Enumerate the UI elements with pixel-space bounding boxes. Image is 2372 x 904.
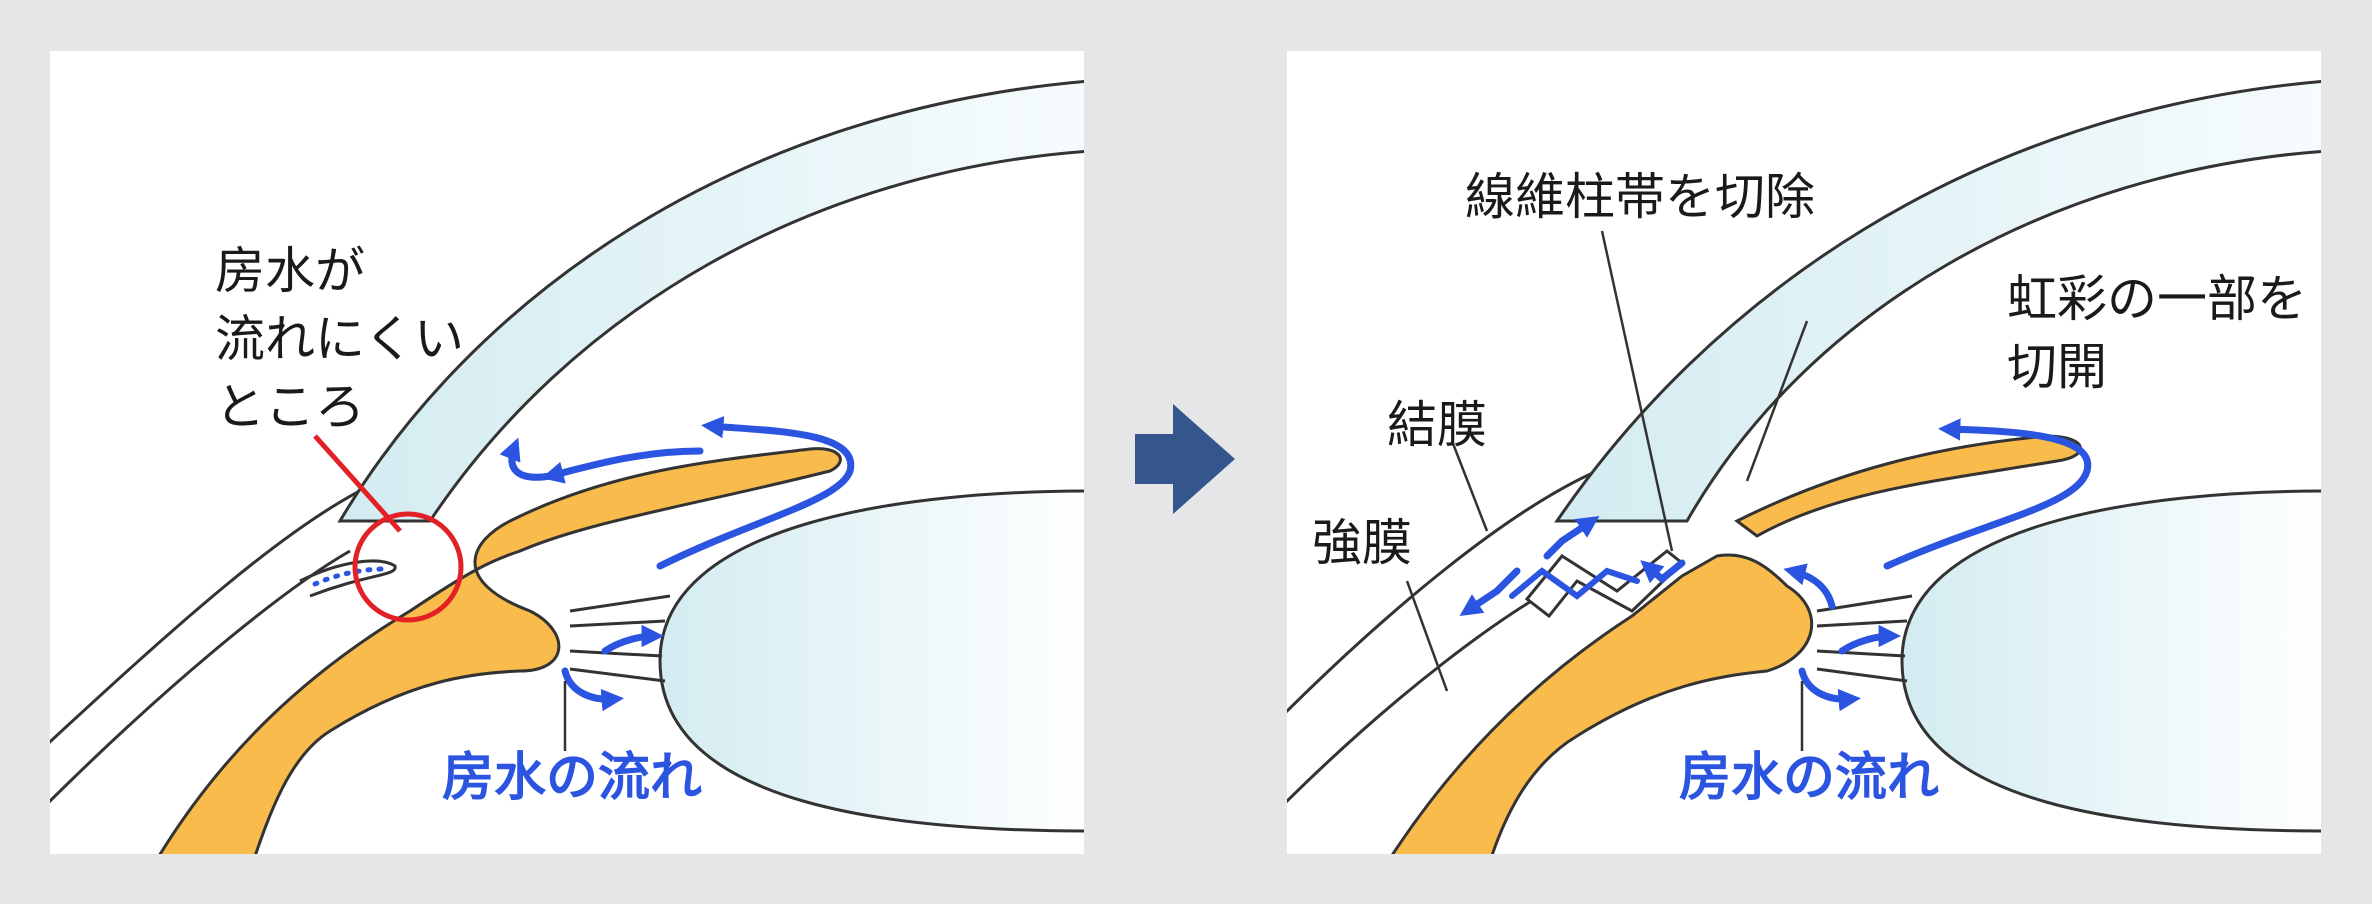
schlemm-canal — [299, 559, 397, 598]
conjunctiva-line — [1287, 469, 1598, 714]
iris-fragment — [1734, 434, 2082, 538]
right-arrow-icon — [1135, 404, 1235, 514]
zonule-fibers — [569, 594, 671, 683]
trabeculectomy-label: 線維柱帯を切除 — [1465, 168, 1815, 226]
diagram-after — [1287, 80, 2321, 854]
iridotomy-label-line: 虹彩の一部を — [2007, 270, 2307, 328]
iridotomy-label: 虹彩の一部を 切開 — [2007, 265, 2307, 401]
aqueous-flow-label: 房水の流れ — [442, 748, 703, 808]
conjunctiva-label: 結膜 — [1387, 396, 1487, 454]
lens — [658, 489, 1084, 833]
flow-arrows — [1459, 418, 2092, 712]
iris-ciliary-body — [158, 447, 842, 854]
panel-after: 線維柱帯を切除 虹彩の一部を 切開 結膜 強膜 房水の流れ — [1287, 51, 2321, 854]
lens — [1900, 489, 2321, 833]
blocked-flow-dots — [312, 566, 388, 587]
label-pointers — [1405, 230, 1809, 751]
highlight-pointer — [313, 434, 402, 533]
iris-ciliary-body — [1391, 553, 1814, 854]
cornea — [337, 80, 1084, 523]
sclera-outer-line — [50, 479, 381, 744]
diagram-before — [50, 80, 1084, 854]
aqueous-flow-label: 房水の流れ — [1679, 748, 1940, 808]
problem-area-label-line: ところ — [215, 378, 365, 436]
sclera-label: 強膜 — [1312, 514, 1412, 572]
problem-area-label-line: 房水が — [215, 242, 365, 300]
sclera-inner-line — [50, 549, 351, 804]
flow-arrows — [499, 415, 855, 712]
iridotomy-label-line: 切開 — [2007, 338, 2107, 396]
problem-area-label: 房水が 流れにくい ところ — [215, 237, 464, 441]
panel-before: 房水が 流れにくい ところ 房水の流れ — [50, 51, 1084, 854]
problem-area-label-line: 流れにくい — [215, 310, 464, 368]
highlight-circle — [352, 511, 464, 623]
cornea — [1554, 80, 2321, 523]
zonule-fibers — [1816, 594, 1913, 683]
